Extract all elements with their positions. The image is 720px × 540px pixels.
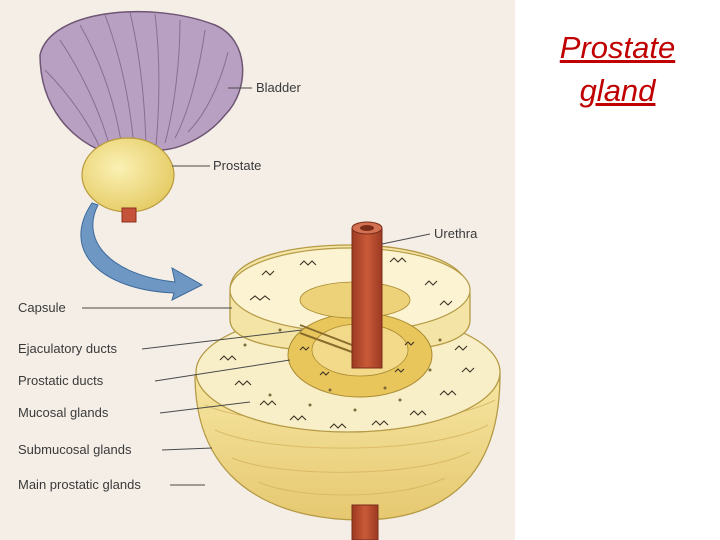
prostate-diagram: Bladder Prostate Urethra Capsule Ejacula…	[0, 0, 515, 540]
bladder-shape	[39, 10, 244, 151]
label-mucosal-glands: Mucosal glands	[18, 405, 109, 420]
label-main-prostatic-glands: Main prostatic glands	[18, 477, 141, 492]
label-ejaculatory-ducts: Ejaculatory ducts	[18, 341, 117, 356]
slide-title-line2: gland	[579, 73, 656, 108]
slide-title: Prostate gland	[530, 26, 705, 112]
slide-title-line1: Prostate	[559, 30, 676, 65]
urethra-shape	[351, 221, 383, 540]
prostate-shape	[81, 137, 175, 223]
leader-lines	[82, 87, 431, 486]
label-prostatic-ducts: Prostatic ducts	[18, 373, 104, 388]
label-urethra: Urethra	[434, 226, 478, 241]
label-bladder: Bladder	[256, 80, 301, 95]
prostate-cross-section	[194, 244, 501, 521]
curved-arrow	[80, 202, 204, 301]
label-prostate: Prostate	[213, 158, 262, 173]
label-capsule: Capsule	[18, 300, 66, 315]
prostate-illustration	[39, 10, 501, 540]
label-submucosal-glands: Submucosal glands	[18, 442, 132, 457]
